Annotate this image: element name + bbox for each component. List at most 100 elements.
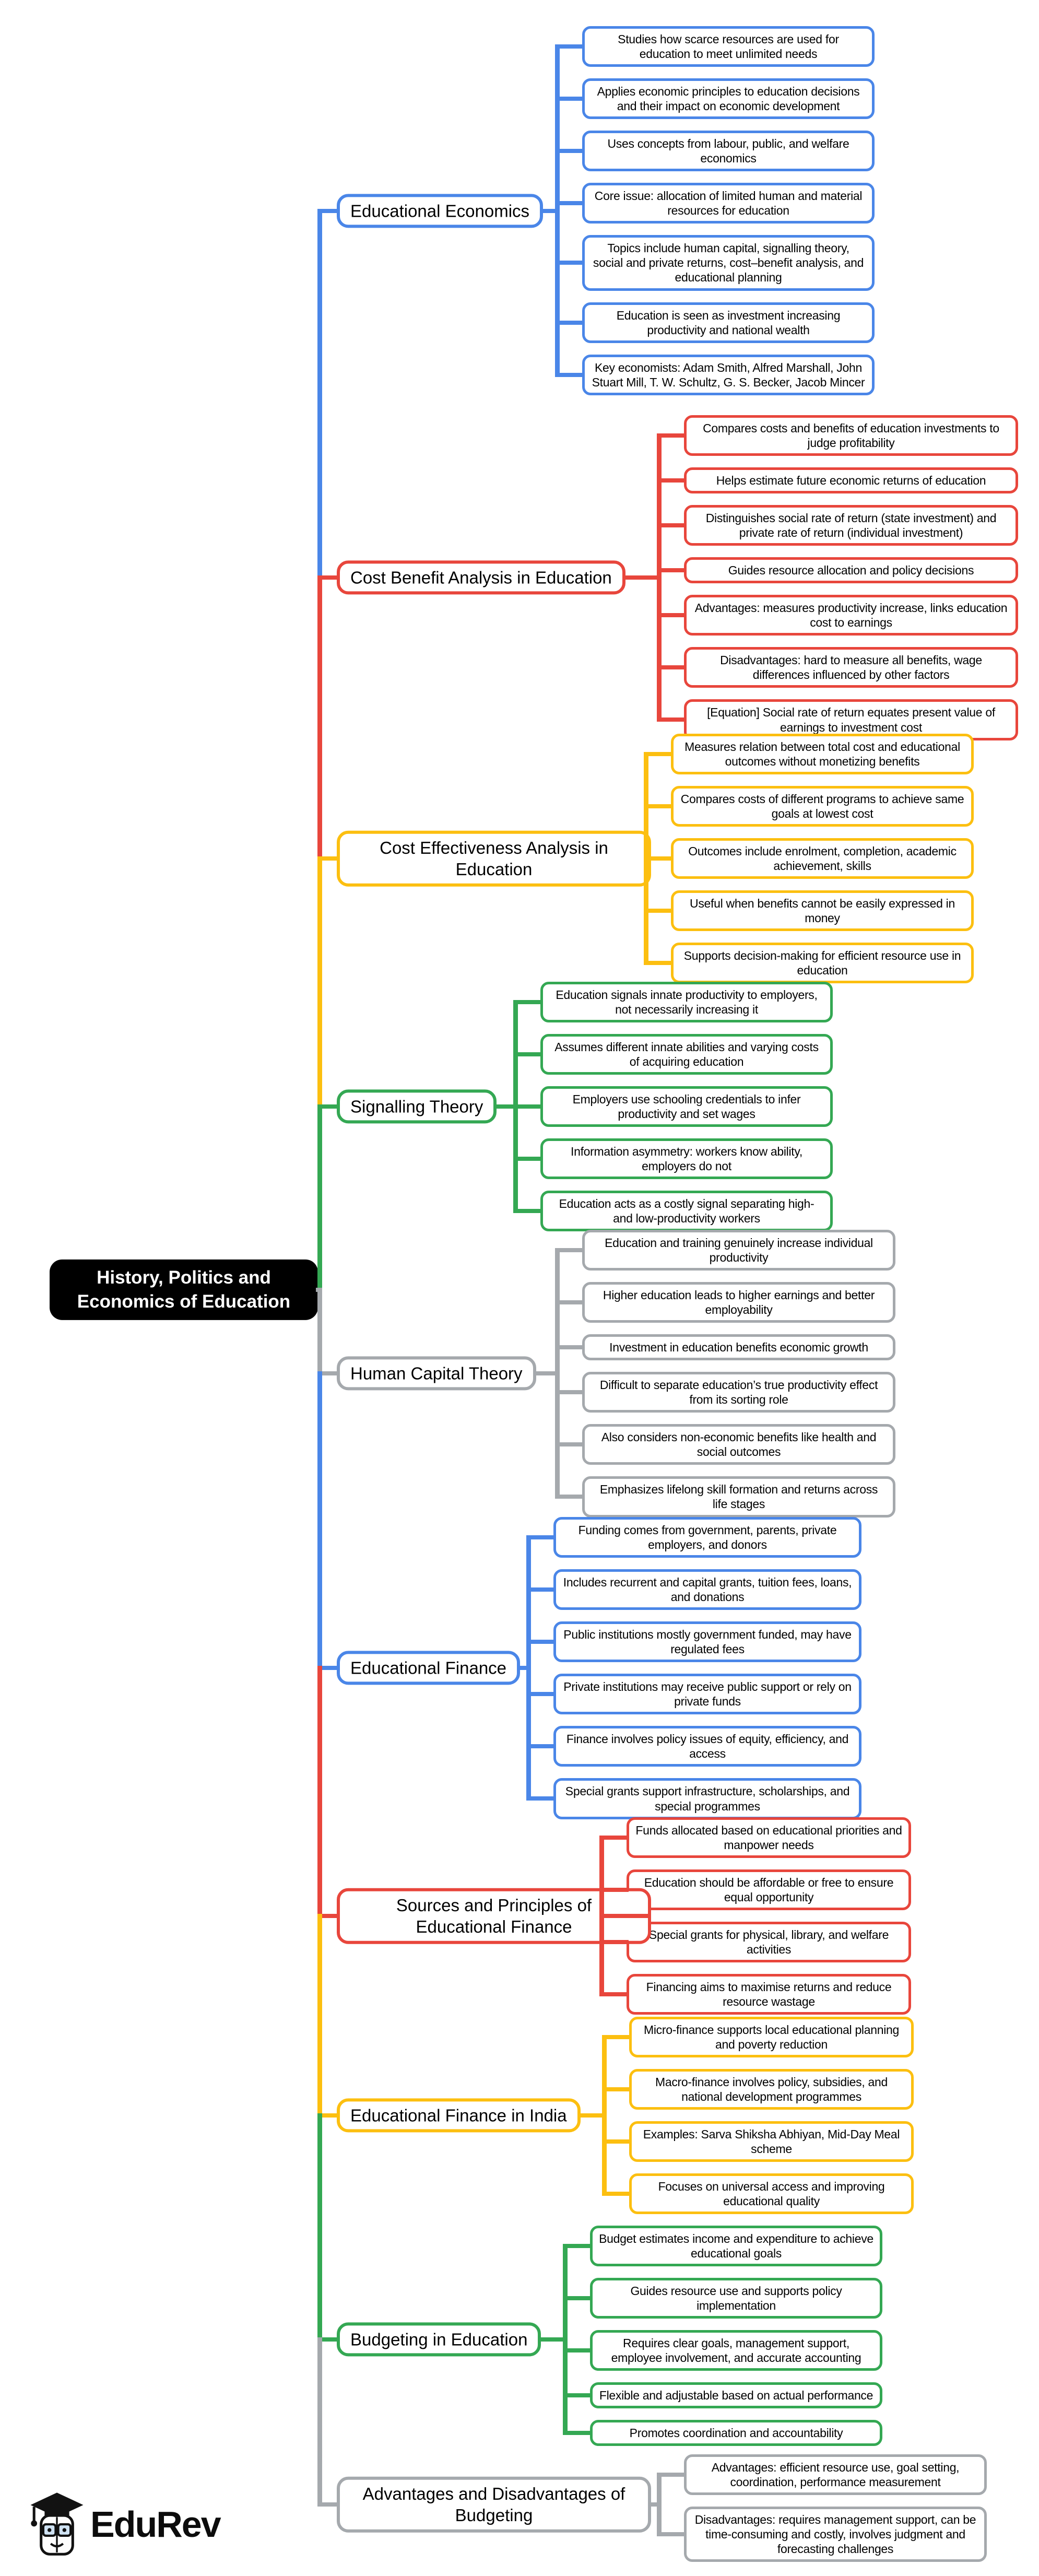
connector-line <box>526 1587 556 1592</box>
connector-line <box>555 1442 584 1446</box>
leaf-node[interactable]: Budget estimates income and expenditure … <box>590 2226 882 2267</box>
branch-node[interactable]: Advantages and Disadvantages of Budgetin… <box>337 2476 651 2533</box>
leaf-node[interactable]: Advantages: efficient resource use, goal… <box>684 2454 987 2496</box>
leaf-node[interactable]: Advantages: measures productivity increa… <box>684 595 1018 636</box>
connector-line <box>555 1390 584 1394</box>
connector-line <box>599 1836 629 1840</box>
connector-line <box>317 2502 339 2507</box>
connector-line <box>316 1288 322 1292</box>
branch-node[interactable]: Educational Economics <box>337 193 544 228</box>
connector-line <box>317 2337 339 2342</box>
branch-node[interactable]: Educational Finance <box>337 1651 521 1685</box>
branch-node[interactable]: Cost Benefit Analysis in Education <box>337 560 625 595</box>
leaf-node[interactable]: Private institutions may receive public … <box>553 1674 861 1715</box>
root-node[interactable]: History, Politics and Economics of Educa… <box>50 1259 318 1321</box>
leaf-node[interactable]: Special grants support infrastructure, s… <box>553 1778 861 1819</box>
leaf-node[interactable]: Supports decision-making for efficient r… <box>671 943 974 984</box>
connector-line <box>657 2532 686 2536</box>
leaf-node[interactable]: Investment in education benefits economi… <box>582 1334 895 1361</box>
leaf-node[interactable]: Funding comes from government, parents, … <box>553 1517 861 1558</box>
connector-line <box>317 856 322 1109</box>
leaf-node[interactable]: Key economists: Adam Smith, Alfred Marsh… <box>582 354 875 395</box>
leaf-node[interactable]: Guides resource allocation and policy de… <box>684 557 1018 584</box>
connector-line <box>535 1371 560 1375</box>
connector-line <box>541 208 560 213</box>
leaf-node[interactable]: Disadvantages: requires management suppo… <box>684 2507 987 2562</box>
graduation-cap-icon <box>29 2491 85 2558</box>
leaf-node[interactable]: Measures relation between total cost and… <box>671 734 974 775</box>
leaf-node[interactable]: Guides resource use and supports policy … <box>590 2278 882 2319</box>
branch-node[interactable]: Budgeting in Education <box>337 2322 541 2357</box>
edurev-logo-text: EduRev <box>90 2504 221 2545</box>
leaf-node[interactable]: Disadvantages: hard to measure all benef… <box>684 647 1018 688</box>
connector-line <box>602 2192 631 2196</box>
connector-line <box>657 665 686 669</box>
leaf-node[interactable]: Requires clear goals, management support… <box>590 2330 882 2371</box>
leaf-node[interactable]: Useful when benefits cannot be easily ex… <box>671 890 974 932</box>
leaf-node[interactable]: Distinguishes social rate of return (sta… <box>684 505 1018 546</box>
leaf-node[interactable]: Core issue: allocation of limited human … <box>582 183 875 224</box>
leaf-node[interactable]: Education acts as a costly signal separa… <box>540 1191 833 1232</box>
connector-line <box>599 1836 604 1996</box>
connector-line <box>555 1345 584 1349</box>
leaf-node[interactable]: Emphasizes lifelong skill formation and … <box>582 1476 895 1518</box>
leaf-node[interactable]: Education should be affordable or free t… <box>627 1869 911 1911</box>
leaf-node[interactable]: Includes recurrent and capital grants, t… <box>553 1569 861 1610</box>
branch-node[interactable]: Cost Effectiveness Analysis in Education <box>337 830 651 887</box>
leaf-node[interactable]: Outcomes include enrolment, completion, … <box>671 838 974 879</box>
connector-line <box>599 1888 629 1892</box>
leaf-node[interactable]: Education signals innate productivity to… <box>540 982 833 1023</box>
leaf-node[interactable]: Difficult to separate education’s true p… <box>582 1372 895 1413</box>
leaf-node[interactable]: Studies how scarce resources are used fo… <box>582 26 875 67</box>
leaf-node[interactable]: Special grants for physical, library, an… <box>627 1922 911 1963</box>
leaf-node[interactable]: Higher education leads to higher earning… <box>582 1282 895 1323</box>
leaf-node[interactable]: Public institutions mostly government fu… <box>553 1621 861 1663</box>
leaf-node[interactable]: Education is seen as investment increasi… <box>582 302 875 343</box>
connector-line <box>555 261 584 265</box>
leaf-node[interactable]: Examples: Sarva Shiksha Abhiyan, Mid-Day… <box>629 2121 914 2162</box>
leaf-node[interactable]: Topics include human capital, signalling… <box>582 235 875 291</box>
connector-line <box>317 1371 322 1670</box>
leaf-node[interactable]: Helps estimate future economic returns o… <box>684 467 1018 494</box>
leaf-node[interactable]: Funds allocated based on educational pri… <box>627 1817 911 1859</box>
leaf-node[interactable]: Uses concepts from labour, public, and w… <box>582 131 875 172</box>
branch-node[interactable]: Sources and Principles of Educational Fi… <box>337 1888 651 1944</box>
leaf-column: Funds allocated based on educational pri… <box>627 1817 911 2015</box>
connector-line <box>604 1914 650 1918</box>
connector-line <box>526 1535 556 1539</box>
connector-line <box>644 752 673 756</box>
leaf-node[interactable]: Macro-finance involves policy, subsidies… <box>629 2069 914 2110</box>
connector-line <box>555 1300 584 1304</box>
leaf-node[interactable]: [Equation] Social rate of return equates… <box>684 699 1018 740</box>
leaf-node[interactable]: Education and training genuinely increas… <box>582 1230 895 1271</box>
leaf-node[interactable]: Compares costs of different programs to … <box>671 786 974 827</box>
connector-line <box>555 1248 584 1252</box>
leaf-node[interactable]: Employers use schooling credentials to i… <box>540 1086 833 1127</box>
connector-line <box>563 2431 592 2435</box>
connector-line <box>317 1914 322 2118</box>
leaf-node[interactable]: Micro-finance supports local educational… <box>629 2017 914 2058</box>
branch-node[interactable]: Educational Finance in India <box>337 2098 581 2133</box>
leaf-node[interactable]: Applies economic principles to education… <box>582 78 875 120</box>
leaf-node[interactable]: Compares costs and benefits of education… <box>684 415 1018 456</box>
leaf-node[interactable]: Information asymmetry: workers know abil… <box>540 1138 833 1180</box>
connector-line <box>657 523 686 527</box>
branch-node[interactable]: Signalling Theory <box>337 1089 497 1124</box>
leaf-node[interactable]: Focuses on universal access and improvin… <box>629 2173 914 2215</box>
leaf-node[interactable]: Flexible and adjustable based on actual … <box>590 2382 882 2409</box>
leaf-column: Compares costs and benefits of education… <box>684 415 1018 740</box>
connector-line <box>563 2393 592 2397</box>
leaf-node[interactable]: Finance involves policy issues of equity… <box>553 1726 861 1767</box>
edurev-logo[interactable]: EduRev <box>29 2491 221 2558</box>
connector-line <box>513 1209 542 1213</box>
connector-line <box>317 2113 322 2342</box>
leaf-node[interactable]: Also considers non-economic benefits lik… <box>582 1424 895 1465</box>
branch-node[interactable]: Human Capital Theory <box>337 1356 536 1391</box>
connector-line <box>317 1104 339 1109</box>
connector-line <box>317 1288 322 1375</box>
connector-line <box>317 1666 322 1918</box>
leaf-node[interactable]: Promotes coordination and accountability <box>590 2420 882 2446</box>
connector-line <box>317 856 339 861</box>
leaf-node[interactable]: Financing aims to maximise returns and r… <box>627 1974 911 2015</box>
leaf-node[interactable]: Assumes different innate abilities and v… <box>540 1034 833 1075</box>
